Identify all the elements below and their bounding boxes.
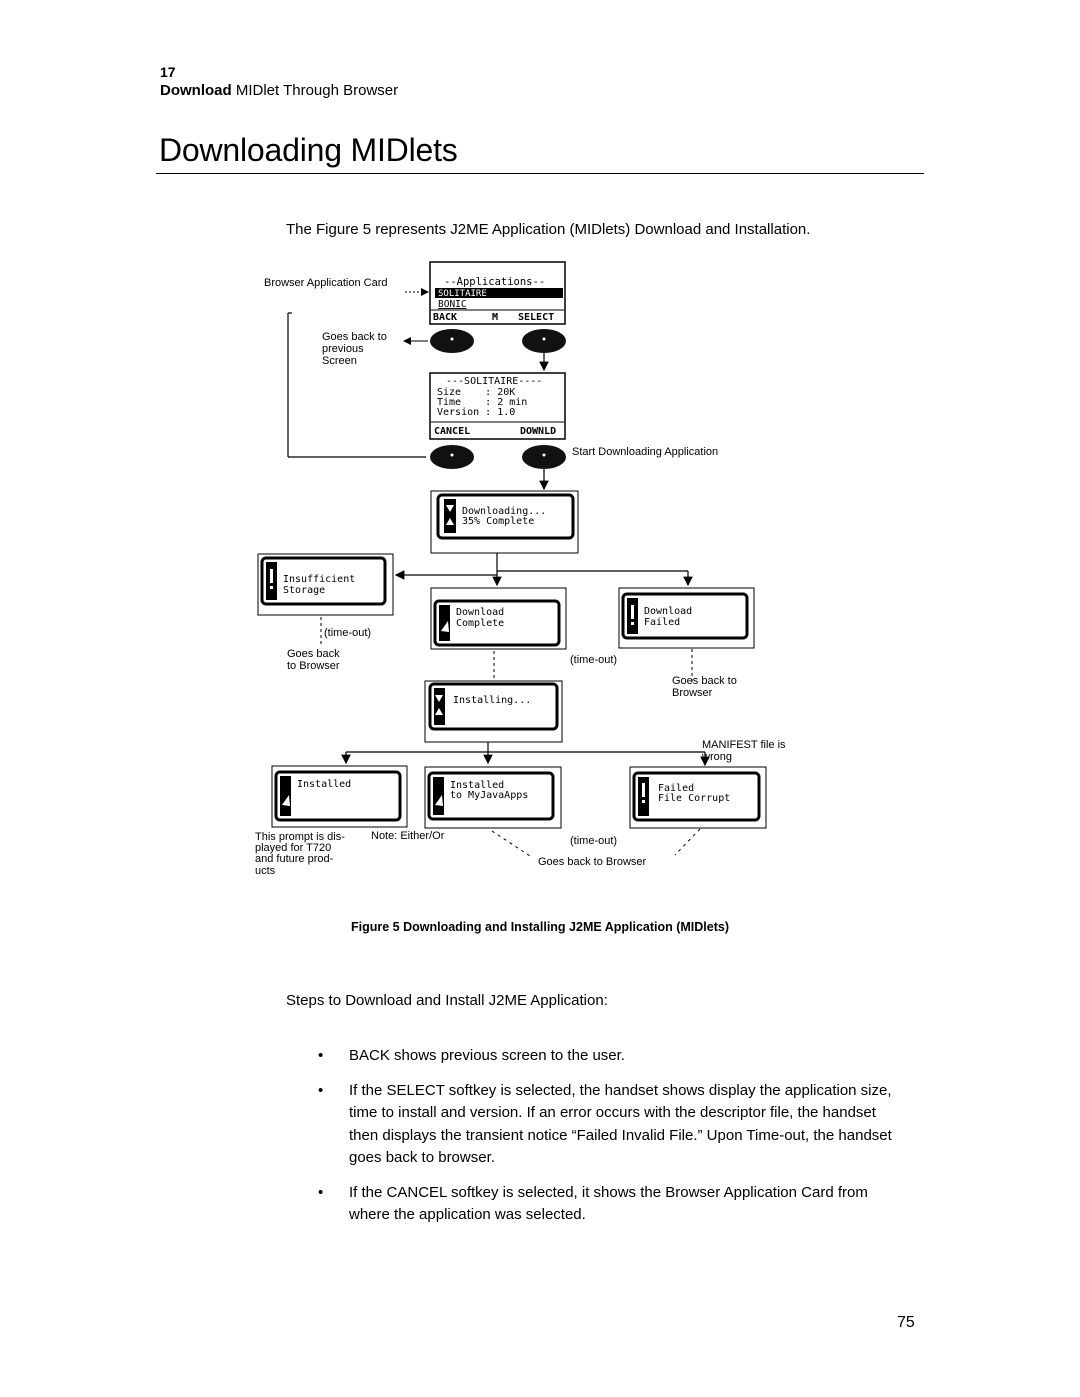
chapter-title: Download MIDlet Through Browser xyxy=(160,82,398,99)
chapter-number: 17 xyxy=(160,64,176,80)
page-number: 75 xyxy=(897,1314,915,1331)
softkey-select-label: SELECT xyxy=(518,312,554,323)
prompt-note-1: This prompt is dis- xyxy=(255,831,345,843)
timeout-label-1: (time-out) xyxy=(324,627,371,639)
softkey-downld-label: DOWNLD xyxy=(520,426,556,437)
downloading-screen: Downloading... 35% Complete xyxy=(430,490,579,554)
warning-icon xyxy=(270,569,273,583)
goes-back-to-2: Browser xyxy=(672,687,713,699)
figure-caption: Figure 5 Downloading and Installing J2ME… xyxy=(350,920,730,934)
prompt-note-3: and future prod- xyxy=(255,853,334,865)
goes-back-browser-1: Goes back xyxy=(287,648,340,660)
downloading-percent: 35% Complete xyxy=(462,516,534,527)
downloading-text: Downloading... xyxy=(462,506,546,517)
left-softkey-button-icon xyxy=(430,329,474,353)
timeout-label-3: (time-out) xyxy=(570,835,617,847)
warning-icon xyxy=(631,605,634,619)
right-softkey-button-icon xyxy=(522,329,566,353)
solitaire-version: Version : 1.0 xyxy=(437,407,515,418)
download-failed-text-2: Failed xyxy=(644,617,680,628)
prompt-note-4: ucts xyxy=(255,865,276,877)
download-flow-diagram: Browser Application Card --Applications-… xyxy=(255,261,786,877)
insufficient-storage-screen: Insufficient Storage xyxy=(257,553,394,616)
failed-text-1: Failed xyxy=(658,783,694,794)
installing-screen: Installing... xyxy=(424,680,563,743)
title-divider xyxy=(156,173,924,174)
bullet-icon: • xyxy=(318,1081,324,1099)
download-complete-screen: Download Complete xyxy=(430,587,567,650)
installing-text: Installing... xyxy=(453,695,531,706)
phone-icon xyxy=(282,795,290,806)
download-complete-text-2: Complete xyxy=(456,618,504,629)
insufficient-text-1: Insufficient xyxy=(283,574,355,585)
bullet-icon: • xyxy=(318,1047,324,1064)
either-or-note: Note: Either/Or xyxy=(371,830,445,842)
chapter-title-bold: Download xyxy=(160,82,232,99)
goes-back-line-3: Screen xyxy=(322,355,357,367)
cancel-softkey-button-icon xyxy=(430,445,474,469)
browser-card-label: Browser Application Card xyxy=(264,277,388,289)
list-item: • If the CANCEL softkey is selected, it s… xyxy=(318,1182,908,1227)
warning-icon xyxy=(642,783,645,797)
start-downloading-label: Start Downloading Application xyxy=(572,446,718,458)
goes-back-line-2: previous xyxy=(322,343,364,355)
hourglass-icon xyxy=(446,505,454,525)
list-item-text: If the SELECT softkey is selected, the h… xyxy=(349,1081,892,1167)
phone-icon xyxy=(441,621,449,632)
solitaire-details-screen: ---SOLITAIRE---- Size : 20K Time : 2 min… xyxy=(429,372,566,440)
list-item: • BACK shows previous screen to the user. xyxy=(318,1045,908,1068)
chapter-title-rest: MIDlet Through Browser xyxy=(231,82,399,99)
applications-title: --Applications-- xyxy=(444,276,545,288)
goes-back-to-1: Goes back to xyxy=(672,675,737,687)
manifest-wrong-2: wrong xyxy=(701,751,732,763)
installed-text: Installed xyxy=(297,779,351,790)
applications-item-solitaire: SOLITAIRE xyxy=(438,289,487,299)
applications-item-bonic: BONIC xyxy=(438,299,467,310)
solitaire-size: Size : 20K xyxy=(437,387,515,398)
phone-icon xyxy=(435,795,443,806)
softkey-cancel-label: CANCEL xyxy=(434,426,470,437)
download-failed-screen: Download Failed xyxy=(618,587,755,649)
list-item-text: If the CANCEL softkey is selected, it sh… xyxy=(349,1183,868,1224)
solitaire-time: Time : 2 min xyxy=(437,397,527,408)
steps-list: • BACK shows previous screen to the user.… xyxy=(318,1045,908,1239)
installed-to-myjavaapps-screen: Installed to MyJavaApps xyxy=(424,766,562,829)
failed-text-2: File Corrupt xyxy=(658,793,730,804)
installed-to-text-1: Installed xyxy=(450,780,504,791)
hourglass-icon xyxy=(435,695,443,715)
page-title: Downloading MIDlets xyxy=(159,132,458,168)
manifest-wrong-1: MANIFEST file is xyxy=(702,739,786,751)
insufficient-text-2: Storage xyxy=(283,585,325,596)
solitaire-title: ---SOLITAIRE---- xyxy=(446,376,542,387)
intro-paragraph: The Figure 5 represents J2ME Application… xyxy=(286,221,811,238)
installed-screen: Installed xyxy=(271,765,408,828)
failed-file-corrupt-screen: Failed File Corrupt xyxy=(629,766,767,829)
bullet-icon: • xyxy=(318,1183,324,1201)
list-item-text: BACK shows previous screen to the user. xyxy=(349,1047,625,1064)
goes-back-to-browser-label: Goes back to Browser xyxy=(538,856,647,868)
installed-to-text-2: to MyJavaApps xyxy=(450,790,528,801)
download-failed-text-1: Download xyxy=(644,606,692,617)
goes-back-line-1: Goes back to xyxy=(322,331,387,343)
softkey-menu-label: M xyxy=(492,312,498,323)
download-softkey-button-icon xyxy=(522,445,566,469)
steps-intro: Steps to Download and Install J2ME Appli… xyxy=(286,992,608,1009)
timeout-label-2: (time-out) xyxy=(570,654,617,666)
prompt-note-2: played for T720 xyxy=(255,842,331,854)
download-complete-text-1: Download xyxy=(456,607,504,618)
goes-back-browser-2: to Browser xyxy=(287,660,340,672)
list-item: • If the SELECT softkey is selected, the … xyxy=(318,1080,908,1170)
applications-screen: --Applications-- SOLITAIRE BONIC BACK M … xyxy=(429,261,566,325)
softkey-back-label: BACK xyxy=(433,312,457,323)
